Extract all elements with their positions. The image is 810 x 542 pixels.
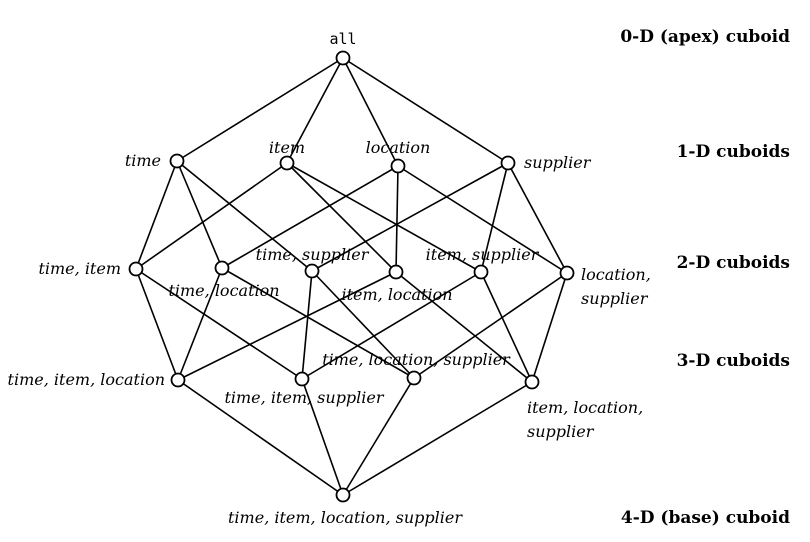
edge-time_item-time_item_supplier	[135, 268, 303, 380]
node-label-time_item: time, item	[38, 259, 121, 278]
edge-item_location-item_location_supplier	[395, 271, 533, 383]
node-time_supplier	[304, 263, 320, 279]
lattice-edges	[135, 57, 568, 496]
edge-time_item-time_item_location	[135, 268, 179, 381]
level-label-L0: 0-D (apex) cuboid	[620, 27, 790, 47]
edge-time-time_supplier	[176, 160, 313, 272]
edge-supplier-time_supplier	[311, 162, 509, 272]
edge-time-time_location	[176, 160, 223, 269]
node-location	[390, 158, 406, 174]
node-label-all: all	[329, 30, 356, 48]
lattice-nodes	[128, 50, 575, 503]
edge-location-item_location	[395, 165, 399, 273]
node-label-time_supplier: time, supplier	[256, 245, 370, 264]
node-time_item_location	[170, 372, 186, 388]
node-time	[169, 153, 185, 169]
edge-location-location_supplier	[397, 165, 568, 274]
node-time_location	[214, 260, 230, 276]
node-label-item_location: item, location	[341, 285, 452, 304]
edge-item_location-time_item_location	[177, 271, 397, 381]
level-label-L4: 4-D (base) cuboid	[621, 508, 790, 528]
edge-time_supplier-time_location_supplier	[311, 270, 415, 379]
edge-time_location-time_item_location	[177, 267, 223, 381]
node-label-item_supplier: item, supplier	[426, 245, 540, 264]
node-time_item	[128, 261, 144, 277]
level-labels: 0-D (apex) cuboid 1-D cuboids 2-D cuboids 3…	[620, 27, 790, 528]
node-base	[335, 487, 351, 503]
node-label-location: location	[366, 138, 431, 157]
node-label-item: item	[269, 138, 305, 157]
edge-time_location_supplier-base	[342, 377, 415, 496]
node-time_location_supplier	[406, 370, 422, 386]
node-label-time_location: time, location	[168, 281, 279, 300]
edge-location_supplier-time_location_supplier	[413, 272, 568, 379]
edge-time_item_supplier-base	[301, 378, 344, 496]
node-supplier	[500, 155, 516, 171]
level-label-L3: 3-D cuboids	[677, 351, 790, 371]
node-labels: all time item location supplier time, item tim…	[8, 30, 651, 527]
edge-item_supplier-time_item_supplier	[301, 271, 482, 380]
edge-location_supplier-item_location_supplier	[531, 272, 568, 383]
node-label-time: time	[125, 151, 161, 170]
node-item_location	[388, 264, 404, 280]
level-label-L1: 1-D cuboids	[677, 142, 790, 162]
node-location_supplier	[559, 265, 575, 281]
node-label-time_location_supplier: time, location, supplier	[322, 350, 511, 369]
edge-all-item	[286, 57, 344, 164]
edge-item_location_supplier-base	[342, 381, 533, 496]
edge-all-supplier	[342, 57, 509, 164]
edge-supplier-location_supplier	[507, 162, 568, 274]
node-item_location_supplier	[524, 374, 540, 390]
node-label-item_location_supplier: item, location,supplier	[527, 398, 643, 441]
level-label-L2: 2-D cuboids	[677, 253, 790, 273]
edge-time_supplier-time_item_supplier	[301, 270, 313, 380]
edge-item-item_supplier	[286, 162, 482, 273]
edge-time_item_location-base	[177, 379, 344, 496]
node-time_item_supplier	[294, 371, 310, 387]
edge-supplier-item_supplier	[480, 162, 509, 273]
node-item	[279, 155, 295, 171]
edge-time-time_item	[135, 160, 178, 270]
edge-item-item_location	[286, 162, 397, 273]
edge-item_supplier-item_location_supplier	[480, 271, 533, 383]
node-label-supplier: supplier	[524, 153, 592, 172]
node-label-time_item_location: time, item, location	[8, 370, 165, 389]
node-all	[335, 50, 351, 66]
node-item_supplier	[473, 264, 489, 280]
edge-all-location	[342, 57, 399, 167]
node-label-base: time, item, location, supplier	[228, 508, 463, 527]
edge-item-time_item	[135, 162, 288, 270]
edge-location-time_location	[221, 165, 399, 269]
edge-time_location-time_location_supplier	[221, 267, 415, 379]
node-label-location_supplier: location,supplier	[581, 265, 651, 308]
edge-all-time	[176, 57, 344, 162]
node-label-time_item_supplier: time, item, supplier	[224, 388, 384, 407]
